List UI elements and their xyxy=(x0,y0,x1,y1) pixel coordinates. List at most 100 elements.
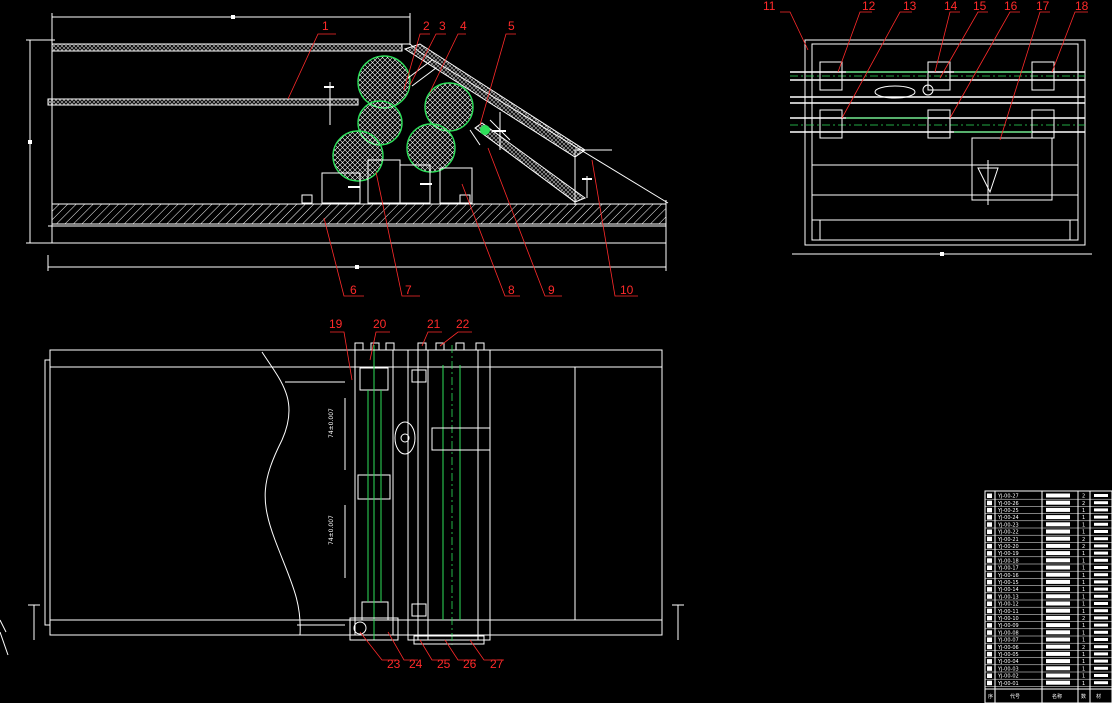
bom-row-marker xyxy=(987,623,992,628)
bom-row-qty: 1 xyxy=(1082,674,1085,680)
bom-header-code: 代号 xyxy=(1010,693,1020,700)
bom-row-name xyxy=(1046,522,1070,527)
bom-row-material xyxy=(1094,659,1108,663)
callout-5: 5 xyxy=(508,19,515,33)
callout-2: 2 xyxy=(423,19,430,33)
bom-row-code: YJ-00-25 xyxy=(997,508,1019,514)
bom-row-code: YJ-00-04 xyxy=(997,659,1019,665)
bom-row-material xyxy=(1094,544,1108,548)
bom-row-name xyxy=(1046,594,1070,599)
bom-row-qty: 2 xyxy=(1082,544,1085,550)
callout-4: 4 xyxy=(460,19,467,33)
bom-row-name xyxy=(1046,572,1070,577)
bom-row-marker xyxy=(987,515,992,520)
bom-row-name xyxy=(1046,543,1070,548)
bom-row-marker xyxy=(987,493,992,498)
bom-row-marker xyxy=(987,536,992,542)
bom-row-marker xyxy=(987,659,992,664)
bom-row-code: YJ-00-18 xyxy=(997,558,1019,564)
bom-row-material xyxy=(1094,666,1108,670)
bom-row-name xyxy=(1046,493,1070,498)
bom-row-marker xyxy=(987,565,992,570)
bom-row-qty: 2 xyxy=(1082,494,1085,500)
bom-row-name xyxy=(1046,558,1070,563)
bom-row-material xyxy=(1094,623,1108,627)
bom-row-marker xyxy=(987,579,992,585)
callout-7: 7 xyxy=(405,283,412,297)
bom-row-code: YJ-00-05 xyxy=(997,652,1019,658)
bom-row-qty: 1 xyxy=(1082,573,1085,579)
bom-row-code: YJ-00-11 xyxy=(997,609,1019,615)
bom-row-name xyxy=(1046,529,1070,534)
bom-row-material xyxy=(1094,674,1108,677)
bom-row-code: YJ-00-27 xyxy=(997,494,1019,500)
bom-row-name xyxy=(1046,601,1070,606)
bom-row-material xyxy=(1094,630,1108,634)
bom-row-qty: 1 xyxy=(1082,587,1085,593)
bom-row-material xyxy=(1094,602,1108,605)
bom-row-name xyxy=(1046,659,1070,664)
callout-26: 26 xyxy=(463,657,477,671)
bom-row-material xyxy=(1094,638,1108,641)
bom-row-code: YJ-00-14 xyxy=(997,587,1019,593)
bom-row-material xyxy=(1094,530,1108,533)
bom-row-code: YJ-00-22 xyxy=(997,530,1019,536)
bom-row-code: YJ-00-02 xyxy=(997,674,1019,680)
bom-row-marker xyxy=(987,630,992,635)
bom-row-name xyxy=(1046,587,1070,592)
bom-row-marker xyxy=(987,587,992,592)
bom-row-code: YJ-00-12 xyxy=(997,602,1019,608)
plan-view: 74±0.007 74±0.007 19 20 21 22 23 24 25 2… xyxy=(0,317,684,671)
bom-header-name: 名称 xyxy=(1052,693,1062,700)
bom-row-material xyxy=(1094,501,1108,505)
bom-row-name xyxy=(1046,500,1070,505)
callout-13: 13 xyxy=(903,0,917,13)
callout-10: 10 xyxy=(620,283,634,297)
bom-row-name xyxy=(1046,673,1070,678)
bom-row-code: YJ-00-01 xyxy=(997,681,1019,687)
bom-row-marker xyxy=(987,666,992,671)
bom-row-name xyxy=(1046,565,1070,570)
bom-row-marker xyxy=(987,637,992,642)
bom-row-qty: 1 xyxy=(1082,652,1085,658)
callout-27: 27 xyxy=(490,657,504,671)
bom-row-qty: 1 xyxy=(1082,659,1085,665)
bom-row-marker xyxy=(987,680,992,686)
bom-header-no: 序 xyxy=(988,693,993,700)
bom-row-qty: 1 xyxy=(1082,630,1085,636)
callout-6: 6 xyxy=(350,283,357,297)
bom-row-qty: 1 xyxy=(1082,623,1085,629)
bom-row-material xyxy=(1094,558,1108,562)
bom-row-code: YJ-00-15 xyxy=(997,580,1019,586)
bom-row-name xyxy=(1046,579,1070,584)
dim-span-top: 74±0.007 xyxy=(328,408,335,438)
bom-row-code: YJ-00-19 xyxy=(997,551,1019,557)
bom-row-material xyxy=(1094,645,1108,649)
bom-row-code: YJ-00-26 xyxy=(997,501,1019,507)
bom-row-qty: 1 xyxy=(1082,609,1085,615)
bom-row-code: YJ-00-13 xyxy=(997,594,1019,600)
bom-row-code: YJ-00-20 xyxy=(997,544,1019,550)
bom-row-code: YJ-00-23 xyxy=(997,522,1019,528)
bom-row-material xyxy=(1094,494,1108,497)
bom-row-marker xyxy=(987,572,992,578)
bom-row-qty: 1 xyxy=(1082,551,1085,557)
bom-row-qty: 1 xyxy=(1082,681,1085,687)
front-elevation-view: 1 2 3 4 5 6 7 8 9 10 xyxy=(26,13,669,297)
bom-row-marker xyxy=(987,615,992,621)
bom-row-name xyxy=(1046,651,1070,656)
bom-row-marker xyxy=(987,529,992,534)
callout-18: 18 xyxy=(1075,0,1089,13)
callout-14: 14 xyxy=(944,0,958,13)
bom-row-material xyxy=(1094,551,1108,555)
bom-row-marker xyxy=(987,651,992,657)
callout-9: 9 xyxy=(548,283,555,297)
bom-row-name xyxy=(1046,623,1070,628)
bom-row-name xyxy=(1046,644,1070,649)
bom-row-material xyxy=(1094,508,1108,512)
callout-23: 23 xyxy=(387,657,401,671)
bom-row-material xyxy=(1094,580,1108,584)
bom-row-name xyxy=(1046,637,1070,642)
bom-header-qty: 数 xyxy=(1081,693,1086,700)
